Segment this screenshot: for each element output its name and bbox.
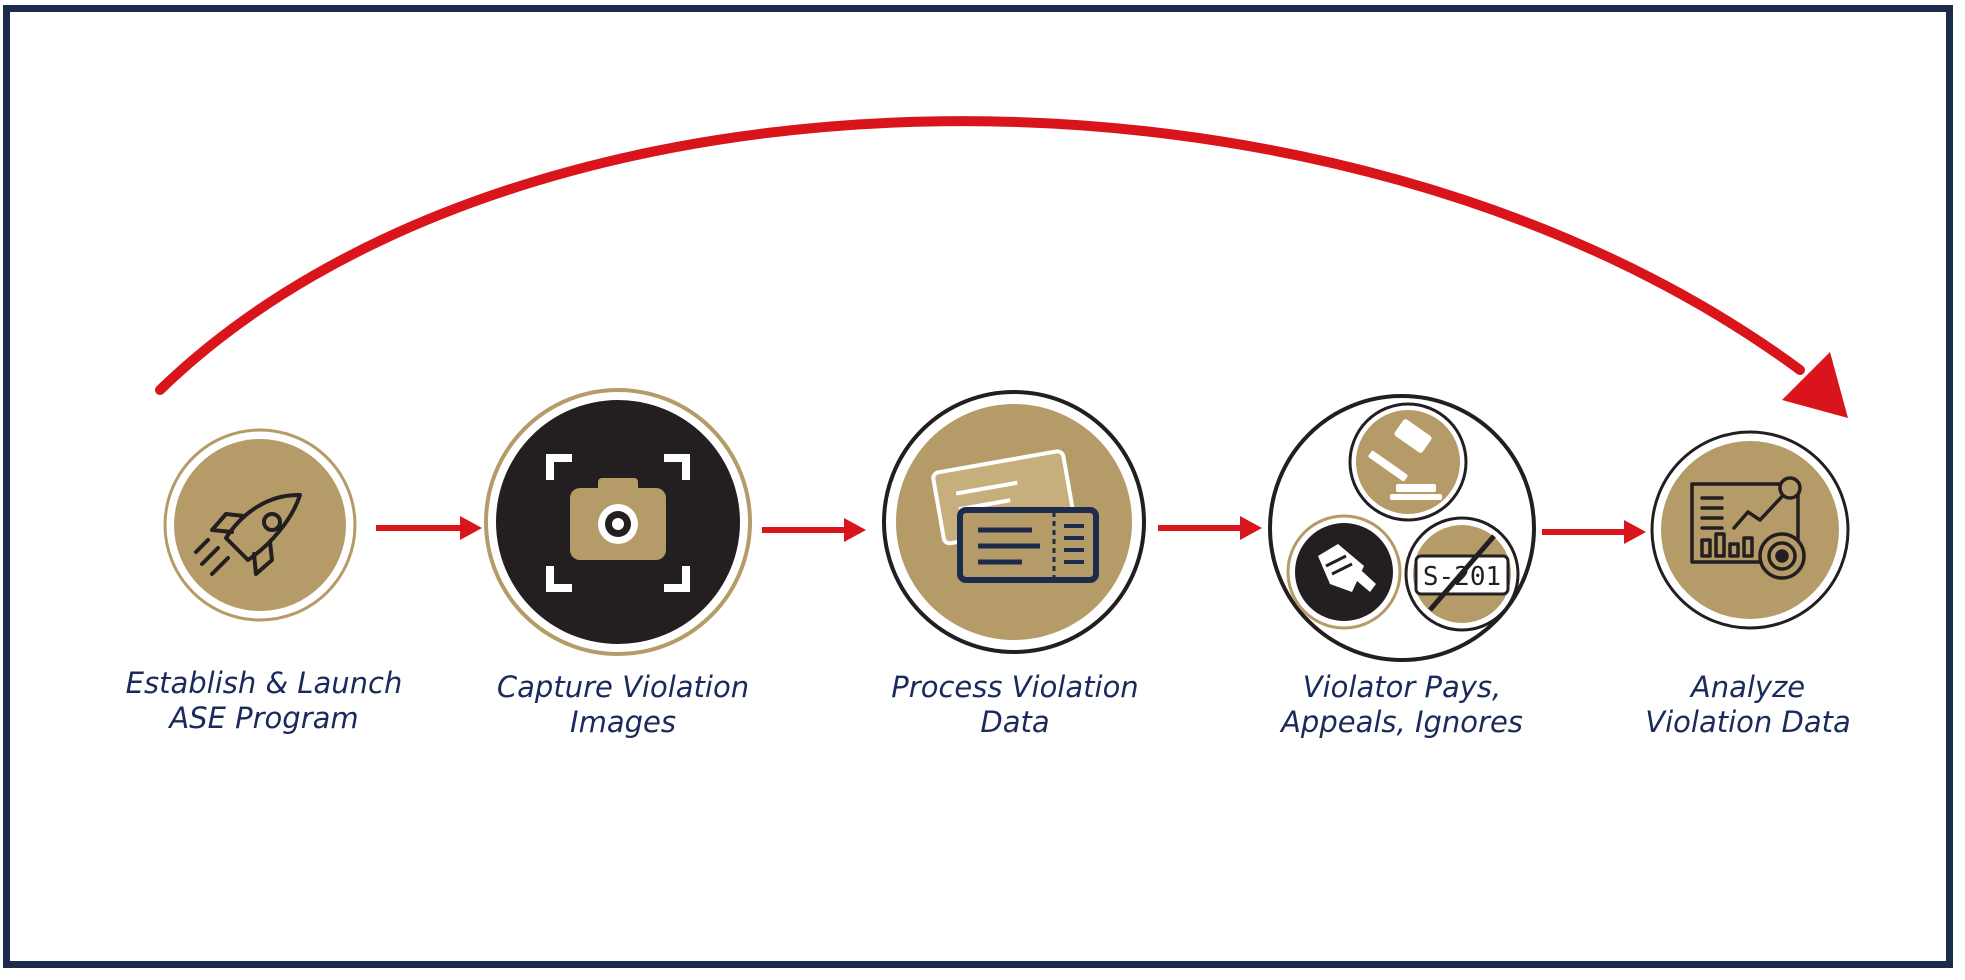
handshake-icon	[1286, 514, 1402, 630]
overall-flow-arc	[155, 116, 1805, 395]
step-2-label: Capture Violation Images	[463, 670, 783, 740]
step-3-label-line1: Process Violation	[891, 670, 1139, 704]
gavel-icon	[1348, 402, 1468, 522]
step-1-label: Establish & Launch ASE Program	[104, 666, 424, 736]
step-4-label-line1: Violator Pays,	[1302, 670, 1502, 704]
step-2-label-line1: Capture Violation	[496, 670, 750, 704]
ticket-icon	[931, 449, 1099, 583]
rocket-icon	[194, 492, 302, 576]
license-plate-text: S-201	[1423, 562, 1501, 592]
step-3-node	[882, 390, 1146, 654]
step-4-node: S-201	[1268, 394, 1536, 662]
step-5-label-line1: Analyze	[1690, 670, 1806, 704]
step-2-label-line2: Images	[570, 705, 676, 739]
step-arrow-1	[376, 516, 482, 540]
step-2-node	[484, 388, 752, 656]
step-5-label: Analyze Violation Data	[1588, 670, 1908, 740]
step-1-label-line1: Establish & Launch	[125, 666, 403, 700]
step-4-label: Violator Pays, Appeals, Ignores	[1242, 670, 1562, 740]
license-plate-icon: S-201	[1404, 516, 1520, 632]
step-5-node	[1650, 430, 1850, 630]
step-arrow-4	[1542, 520, 1646, 544]
analytics-icon	[1690, 476, 1806, 580]
step-5-label-line2: Violation Data	[1645, 705, 1851, 739]
step-1-node	[163, 428, 357, 622]
step-1-label-line2: ASE Program	[169, 701, 359, 735]
overall-flow-arrowhead	[1782, 352, 1848, 418]
step-3-label-line2: Data	[980, 705, 1050, 739]
viewfinder-icon	[546, 454, 690, 592]
step-3-label: Process Violation Data	[855, 670, 1175, 740]
step-arrow-3	[1158, 516, 1262, 540]
camera-icon	[570, 478, 666, 560]
step-arrow-2	[762, 518, 866, 542]
step-4-label-line2: Appeals, Ignores	[1281, 705, 1523, 739]
